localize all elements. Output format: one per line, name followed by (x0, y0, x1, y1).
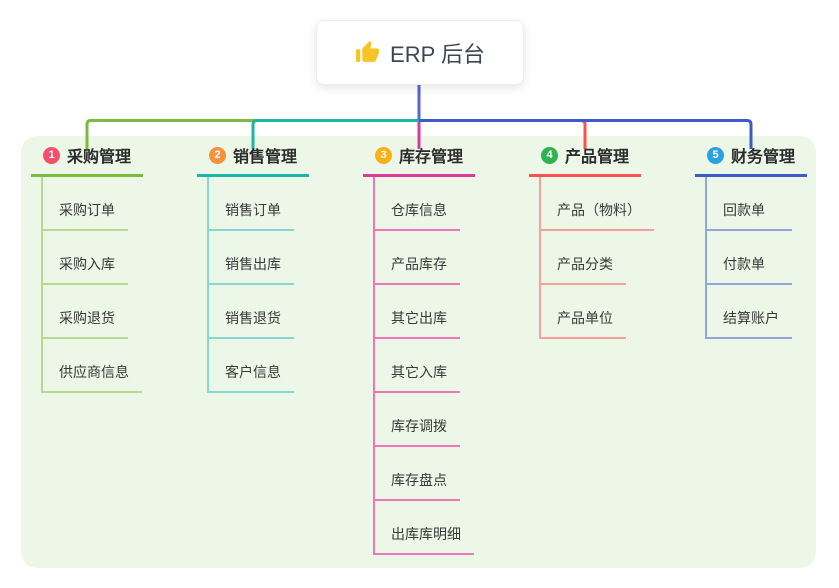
branch-label: 财务管理 (731, 149, 796, 166)
child-node[interactable]: 产品单位 (541, 308, 626, 339)
child-node[interactable]: 采购入库 (43, 254, 128, 285)
child-node[interactable]: 库存调拨 (375, 416, 460, 447)
branch-2: 2 销售管理销售订单销售出库销售退货客户信息 (197, 136, 363, 393)
child-row: 付款单 (707, 231, 839, 285)
child-row: 出库库明细 (375, 501, 529, 555)
child-node[interactable]: 采购退货 (43, 308, 128, 339)
branch-label: 库存管理 (399, 149, 464, 166)
branches-panel (21, 136, 816, 568)
child-node[interactable]: 销售出库 (209, 254, 294, 285)
child-row: 库存调拨 (375, 393, 529, 447)
branch-number-badge: 4 (541, 146, 558, 164)
branch-number-badge: 5 (707, 146, 724, 164)
branch-children: 产品（物料） 产品分类产品单位 (539, 177, 695, 339)
child-node[interactable]: 销售订单 (209, 200, 294, 231)
root-title: ERP 后台 (390, 41, 485, 67)
child-row: 产品分类 (541, 231, 695, 285)
child-node[interactable]: 采购订单 (43, 200, 128, 231)
child-node[interactable]: 供应商信息 (43, 362, 142, 393)
child-row: 销售订单 (209, 177, 363, 231)
branch-number-badge: 2 (209, 146, 226, 164)
child-row: 回款单 (707, 177, 839, 231)
child-node[interactable]: 产品（物料） (541, 200, 654, 231)
child-row: 采购订单 (43, 177, 197, 231)
child-row: 产品单位 (541, 285, 695, 339)
branch-number-badge: 3 (375, 146, 392, 164)
child-node[interactable]: 客户信息 (209, 362, 294, 393)
branch-children: 销售订单销售出库销售退货客户信息 (207, 177, 363, 393)
child-node[interactable]: 结算账户 (707, 308, 792, 339)
branch-label: 销售管理 (233, 149, 298, 166)
child-row: 库存盘点 (375, 447, 529, 501)
child-node[interactable]: 出库库明细 (375, 524, 474, 555)
child-node[interactable]: 产品库存 (375, 254, 460, 285)
child-node[interactable]: 回款单 (707, 200, 792, 231)
child-node[interactable]: 仓库信息 (375, 200, 460, 231)
child-row: 产品库存 (375, 231, 529, 285)
child-row: 客户信息 (209, 339, 363, 393)
branch-header-3[interactable]: 3 库存管理 (363, 136, 475, 177)
branch-4: 4 产品管理产品（物料） 产品分类产品单位 (529, 136, 695, 339)
branch-children: 仓库信息产品库存其它出库其它入库库存调拨库存盘点出库库明细 (373, 177, 529, 555)
child-node[interactable]: 其它出库 (375, 308, 460, 339)
child-row: 其它出库 (375, 285, 529, 339)
branch-3: 3 库存管理仓库信息产品库存其它出库其它入库库存调拨库存盘点出库库明细 (363, 136, 529, 555)
child-row: 供应商信息 (43, 339, 197, 393)
thumbs-up-icon (356, 41, 379, 62)
branch-1: 1 采购管理采购订单采购入库采购退货供应商信息 (31, 136, 197, 393)
branch-children: 采购订单采购入库采购退货供应商信息 (41, 177, 197, 393)
child-row: 其它入库 (375, 339, 529, 393)
branch-header-5[interactable]: 5 财务管理 (695, 136, 807, 177)
branch-label: 采购管理 (67, 149, 132, 166)
child-node[interactable]: 产品分类 (541, 254, 626, 285)
child-row: 仓库信息 (375, 177, 529, 231)
branch-label: 产品管理 (565, 149, 630, 166)
branch-children: 回款单付款单结算账户 (705, 177, 839, 339)
child-row: 产品（物料） (541, 177, 695, 231)
child-row: 结算账户 (707, 285, 839, 339)
branch-header-1[interactable]: 1 采购管理 (31, 136, 143, 177)
child-node[interactable]: 销售退货 (209, 308, 294, 339)
branch-header-4[interactable]: 4 产品管理 (529, 136, 641, 177)
root-node[interactable]: ERP 后台 (316, 20, 524, 85)
child-row: 采购入库 (43, 231, 197, 285)
branch-5: 5 财务管理回款单付款单结算账户 (695, 136, 839, 339)
child-node[interactable]: 其它入库 (375, 362, 460, 393)
child-row: 销售退货 (209, 285, 363, 339)
child-row: 销售出库 (209, 231, 363, 285)
branch-number-badge: 1 (43, 146, 60, 164)
child-node[interactable]: 付款单 (707, 254, 792, 285)
branch-header-2[interactable]: 2 销售管理 (197, 136, 309, 177)
child-node[interactable]: 库存盘点 (375, 470, 460, 501)
child-row: 采购退货 (43, 285, 197, 339)
